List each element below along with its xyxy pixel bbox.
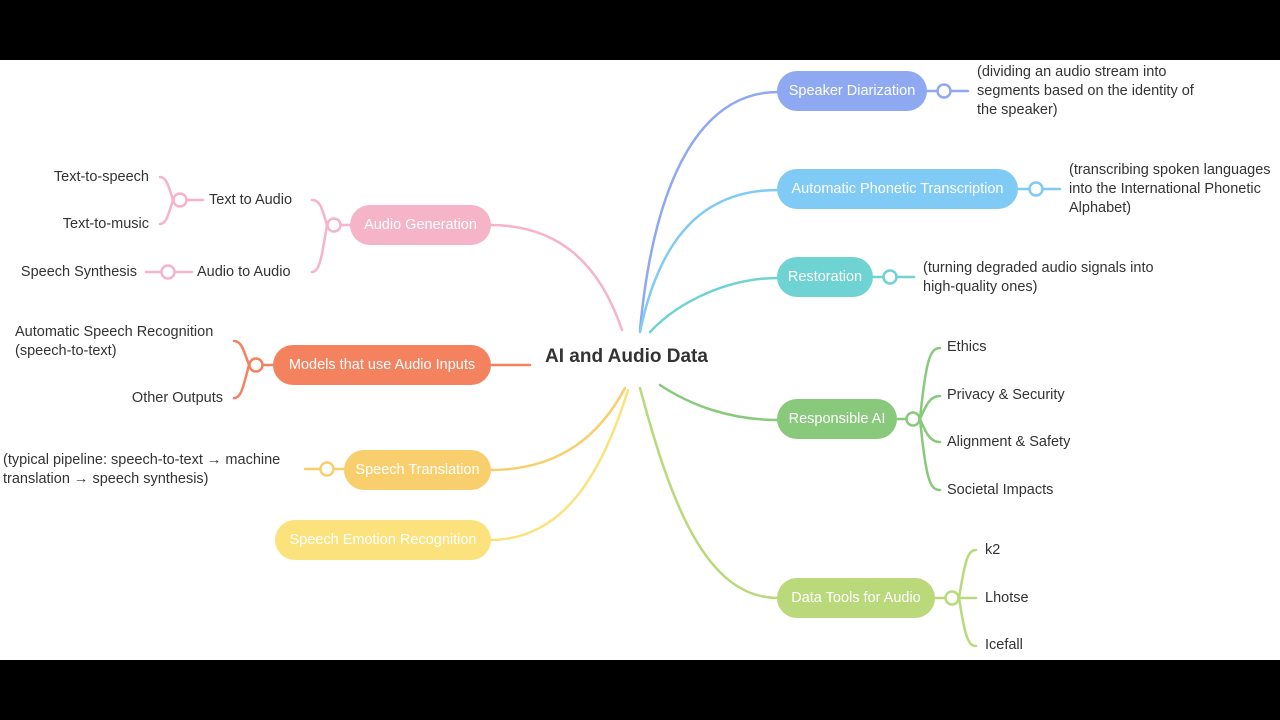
- leaf-k2[interactable]: k2: [985, 542, 1001, 558]
- link-restoration: [648, 276, 780, 334]
- link-emotion: [488, 388, 630, 542]
- leaf-other-outputs[interactable]: Other Outputs: [131, 390, 223, 406]
- leaf-alignment-safety[interactable]: Alignment & Safety: [947, 434, 1071, 450]
- leaf-asr[interactable]: Automatic Speech Recognition (speech-to-…: [15, 324, 214, 359]
- leaf-privacy-security[interactable]: Privacy & Security: [947, 387, 1065, 403]
- subnode-audio-to-audio[interactable]: Audio to Audio: [197, 264, 291, 280]
- leaf-ethics[interactable]: Ethics: [947, 339, 987, 355]
- node-speech-emotion[interactable]: Speech Emotion Recognition: [275, 520, 491, 560]
- note-speaker-diarization: (dividing an audio stream into segments …: [977, 64, 1194, 118]
- leaf-icefall[interactable]: Icefall: [985, 637, 1023, 653]
- mind-map-connectors: [144, 83, 1062, 648]
- link-audio-generation: [488, 223, 624, 332]
- node-audio-inputs[interactable]: Models that use Audio Inputs: [273, 345, 491, 385]
- link-data-tools: [638, 386, 780, 600]
- mind-map-canvas: AI and Audio Data Speaker Diarization (d…: [0, 60, 1280, 660]
- note-speech-translation: (typical pipeline: speech-to-text → mach…: [3, 452, 281, 487]
- link-speaker-diarization: [638, 90, 780, 332]
- note-phonetic-transcription: (transcribing spoken languages into the …: [1069, 162, 1271, 216]
- node-data-tools[interactable]: Data Tools for Audio: [777, 578, 935, 618]
- leaf-lhotse[interactable]: Lhotse: [985, 590, 1029, 606]
- node-audio-generation[interactable]: Audio Generation: [350, 205, 491, 245]
- link-phonetic: [638, 188, 780, 334]
- link-responsible-ai: [658, 383, 780, 422]
- node-speech-translation[interactable]: Speech Translation: [344, 450, 491, 490]
- note-restoration: (turning degraded audio signals into hig…: [923, 260, 1154, 295]
- subnode-text-to-audio[interactable]: Text to Audio: [209, 192, 293, 208]
- leaf-text-to-speech[interactable]: Text-to-speech: [53, 169, 149, 185]
- link-speech-translation: [488, 386, 627, 472]
- node-speaker-diarization[interactable]: Speaker Diarization: [777, 71, 927, 111]
- leaf-text-to-music[interactable]: Text-to-music: [62, 216, 149, 232]
- leaf-speech-synthesis[interactable]: Speech Synthesis: [20, 264, 137, 280]
- central-topic[interactable]: AI and Audio Data: [545, 346, 708, 367]
- leaf-societal-impacts[interactable]: Societal Impacts: [947, 482, 1054, 498]
- node-restoration[interactable]: Restoration: [777, 257, 873, 297]
- node-responsible-ai[interactable]: Responsible AI: [777, 399, 897, 439]
- node-phonetic-transcription[interactable]: Automatic Phonetic Transcription: [777, 169, 1018, 209]
